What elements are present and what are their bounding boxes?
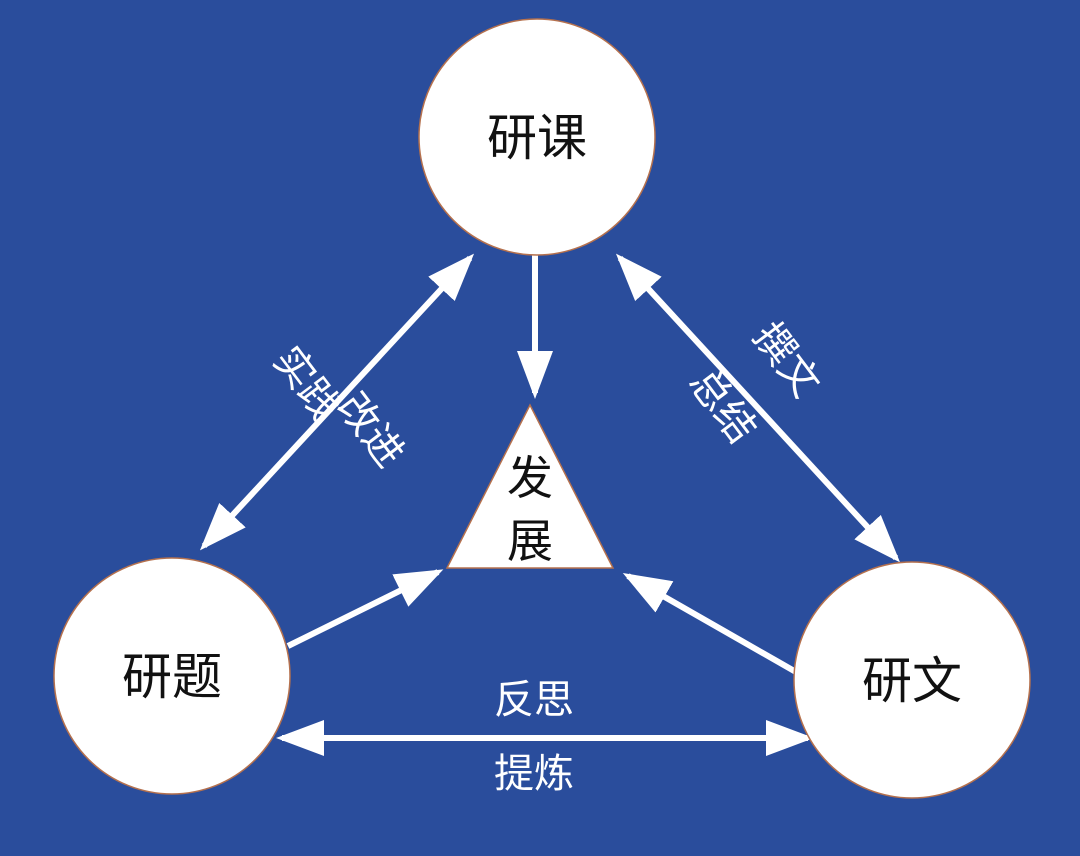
node-top-label: 研课	[487, 109, 587, 167]
edge-label-top-right-line2: 总结	[680, 360, 765, 452]
node-left-label: 研题	[122, 648, 222, 706]
edge-label-top-right-line1: 撰文	[744, 314, 829, 406]
arrow-top-left	[199, 253, 475, 551]
node-top: 研课	[418, 18, 656, 256]
node-top-circle	[418, 18, 656, 256]
edge-label-bottom-line1: 反思	[494, 677, 574, 723]
arrow-right-to-center	[622, 573, 798, 675]
center-node: 发 展	[445, 403, 615, 569]
center-label-line1: 发	[507, 451, 553, 505]
arrow-left-to-center	[286, 569, 444, 649]
center-triangle	[445, 403, 615, 569]
center-label-line2: 展	[507, 514, 553, 568]
node-left-circle	[53, 557, 291, 795]
node-right: 研文	[793, 561, 1031, 799]
arrow-top-right	[615, 253, 901, 563]
node-right-label: 研文	[862, 652, 962, 710]
node-left: 研题	[53, 557, 291, 795]
edge-label-bottom-line2: 提炼	[494, 751, 574, 797]
node-right-circle	[793, 561, 1031, 799]
arrows	[199, 253, 901, 756]
edge-label-bottom: 反思 提炼	[494, 677, 574, 797]
edge-label-top-right: 撰文 总结	[680, 314, 829, 452]
